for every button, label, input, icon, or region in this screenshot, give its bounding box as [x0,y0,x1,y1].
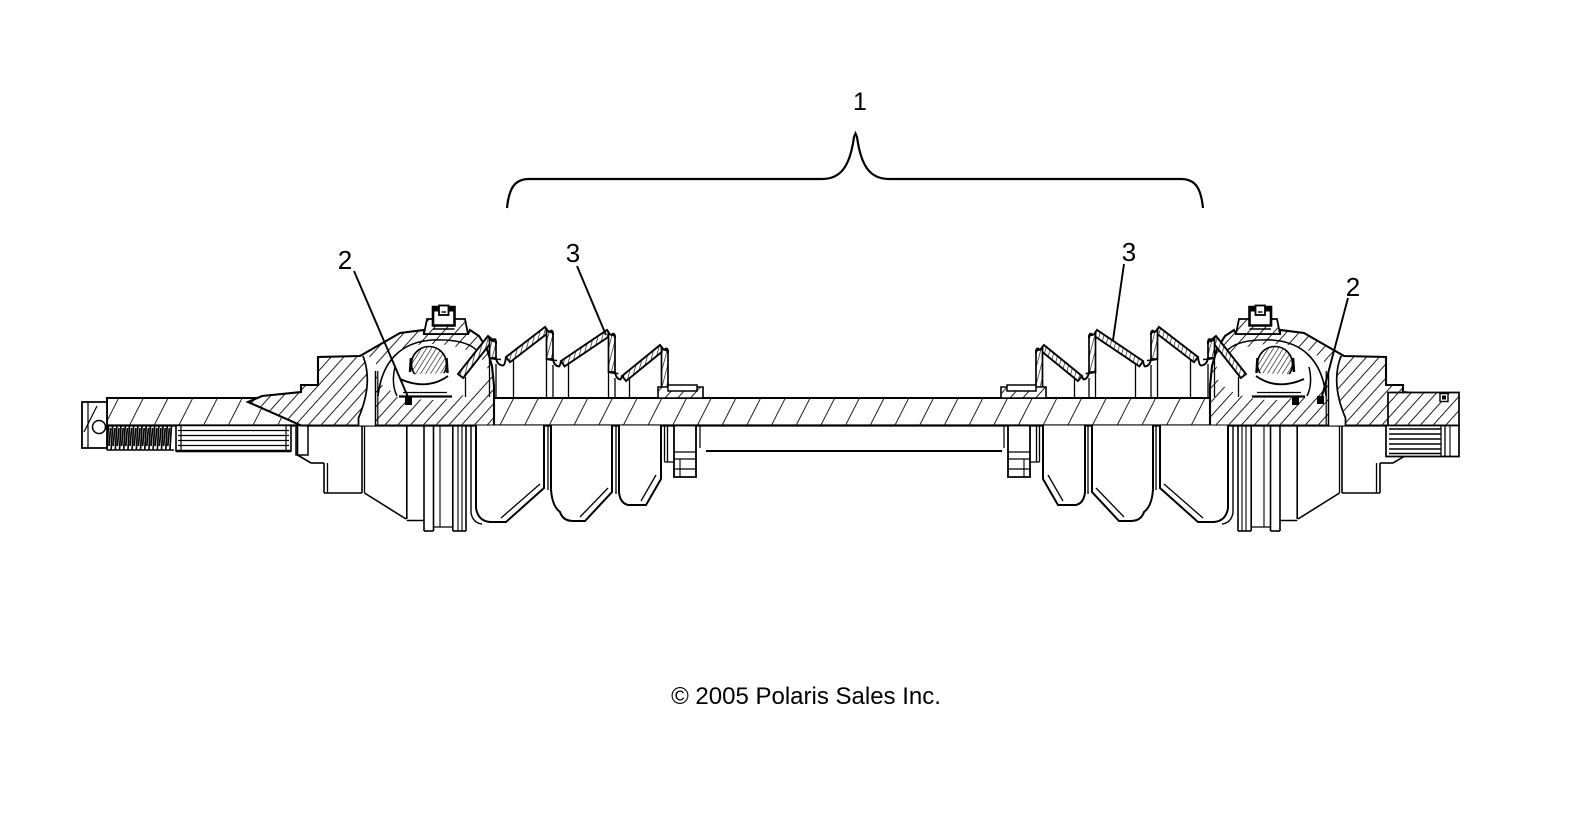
svg-text:3: 3 [1122,237,1136,267]
svg-text:3: 3 [566,238,580,268]
svg-text:2: 2 [338,245,352,275]
svg-text:1: 1 [853,88,867,116]
svg-text:2: 2 [1346,272,1360,302]
svg-text:© 2005 Polaris Sales Inc.: © 2005 Polaris Sales Inc. [671,683,941,710]
